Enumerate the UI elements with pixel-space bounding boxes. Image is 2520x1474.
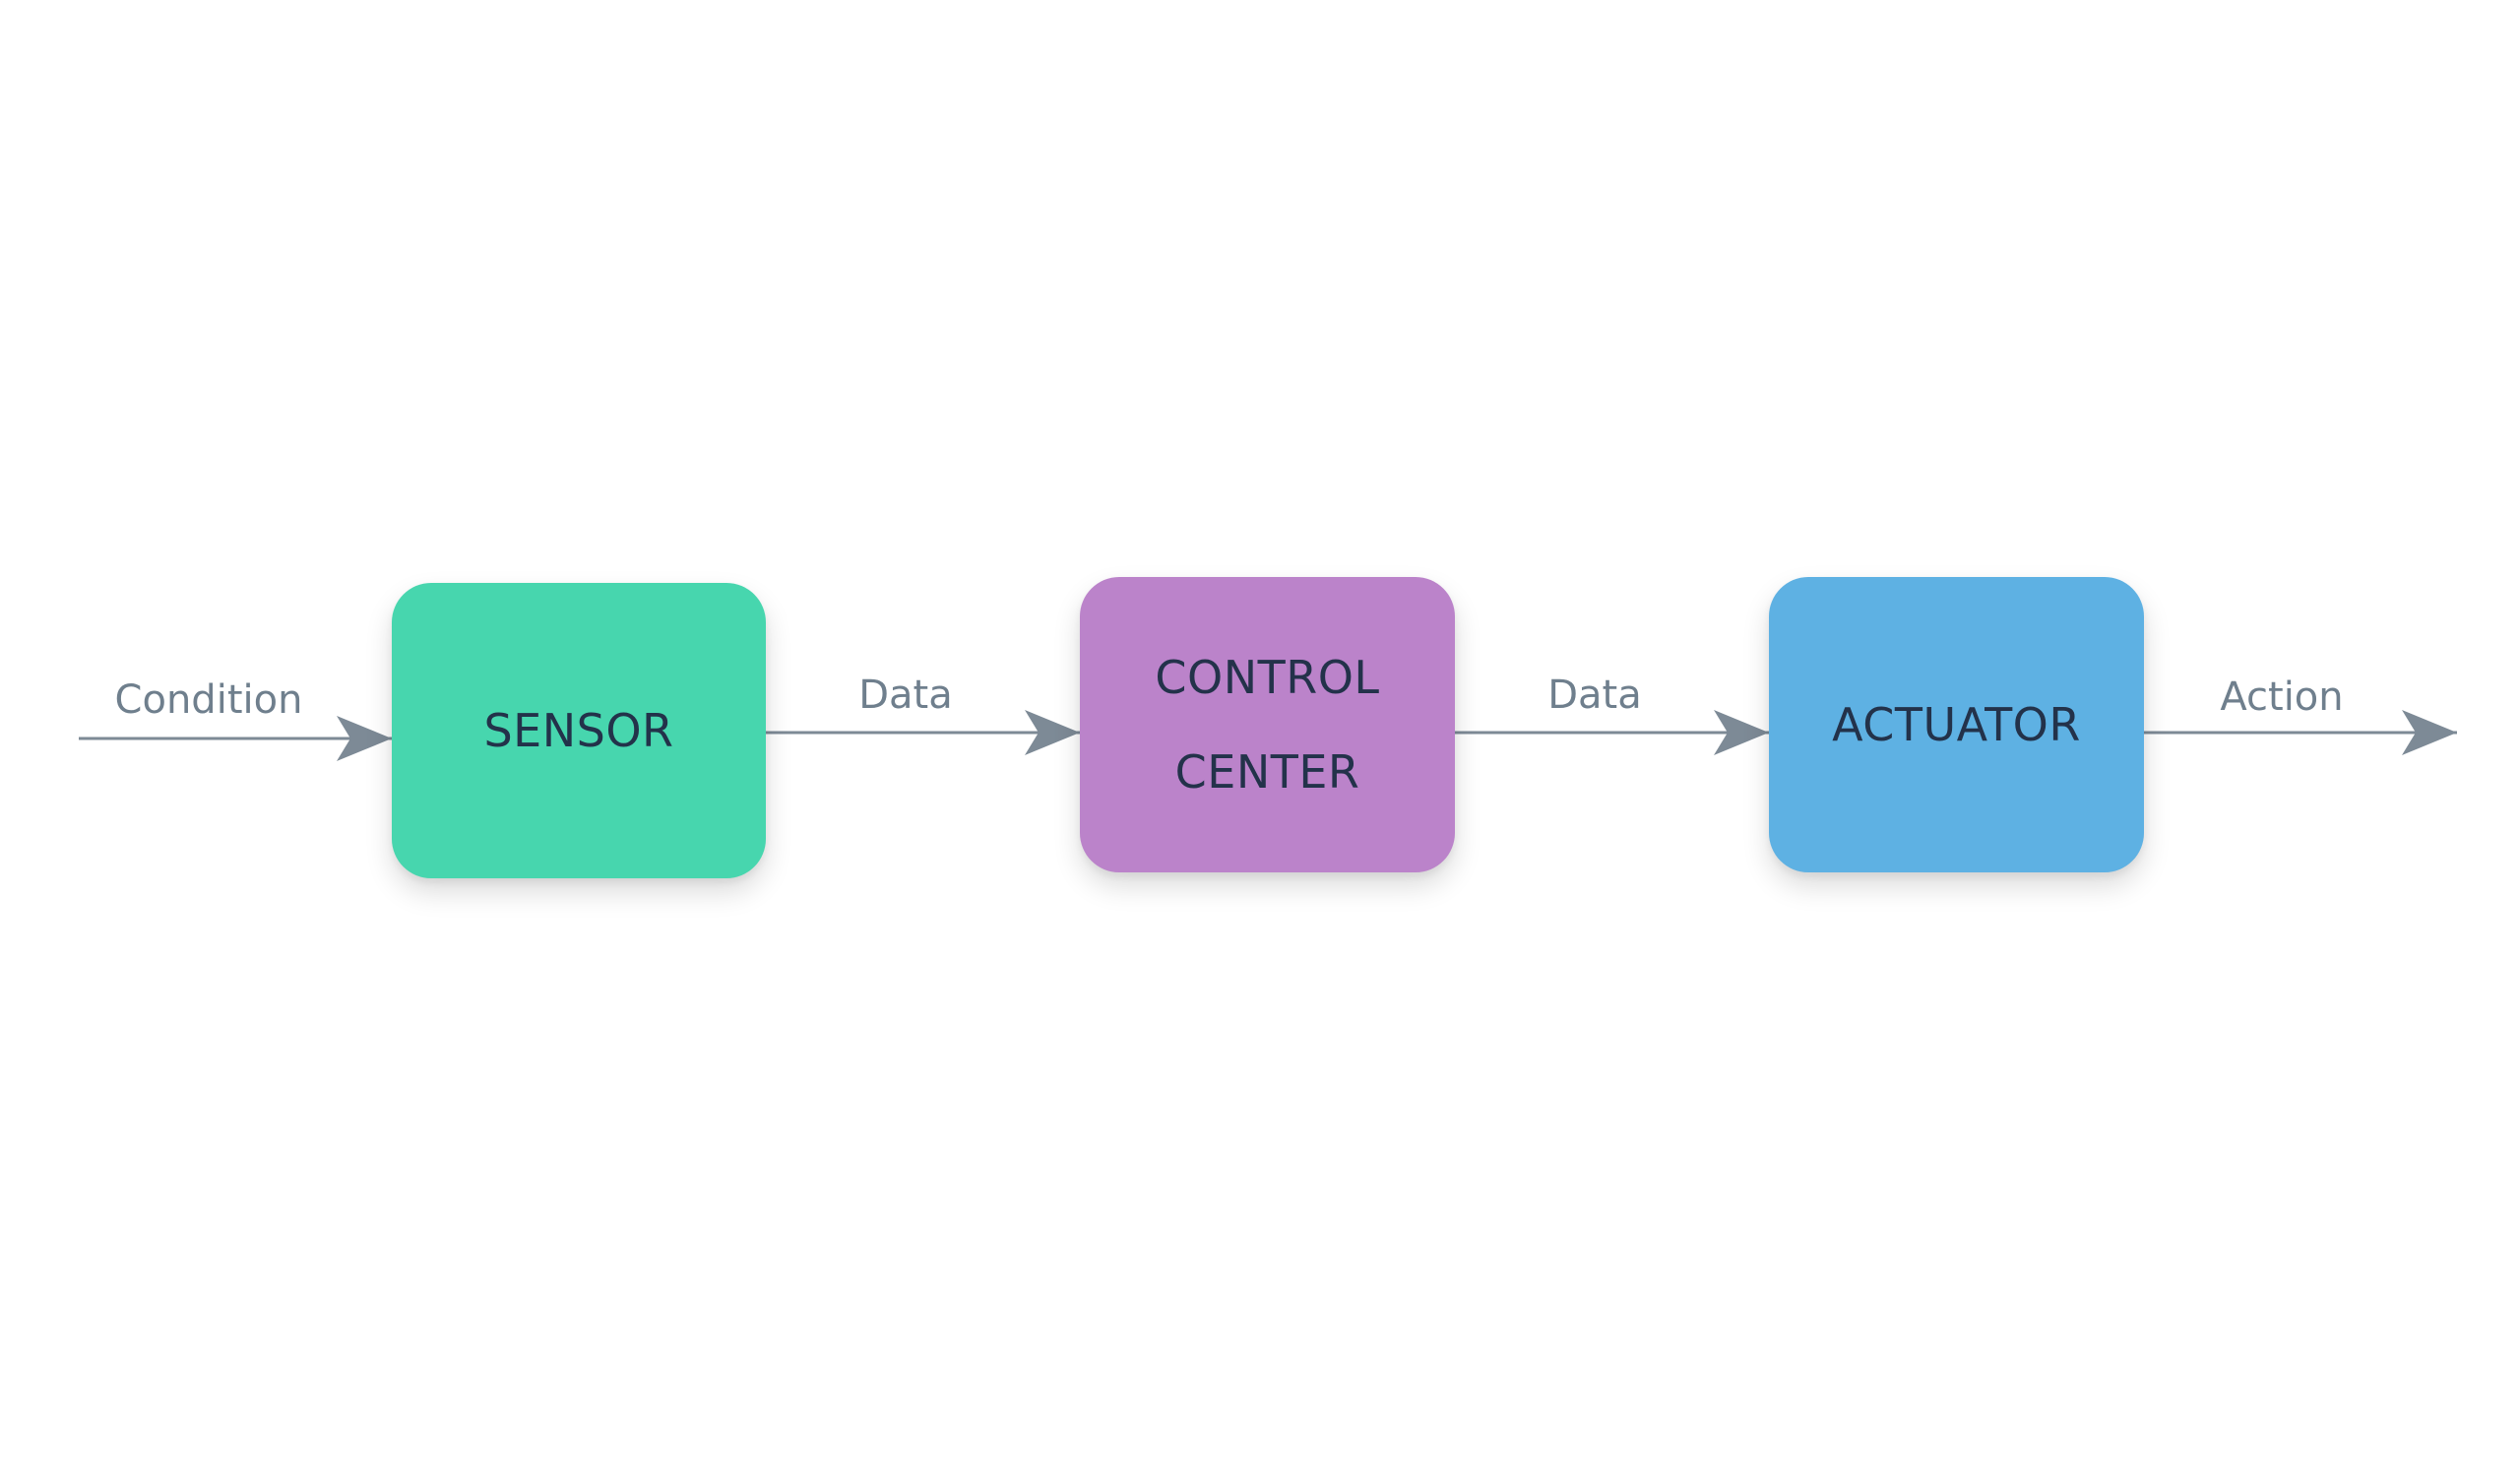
control-center-label-line-1: CONTROL <box>1155 651 1380 704</box>
edge-label-data-1: Data <box>858 673 953 718</box>
actuator-node: ACTUATOR <box>1769 577 2144 872</box>
sensor-node: SENSOR <box>392 583 766 878</box>
edge-label-action: Action <box>2220 674 2344 720</box>
edge-label-data-2: Data <box>1547 673 1642 718</box>
control-center-node: CONTROL CENTER <box>1080 577 1455 872</box>
sensor-label: SENSOR <box>483 704 674 757</box>
control-center-label-line-2: CENTER <box>1174 745 1360 799</box>
edge-label-condition: Condition <box>114 677 303 723</box>
actuator-label: ACTUATOR <box>1832 698 2081 751</box>
